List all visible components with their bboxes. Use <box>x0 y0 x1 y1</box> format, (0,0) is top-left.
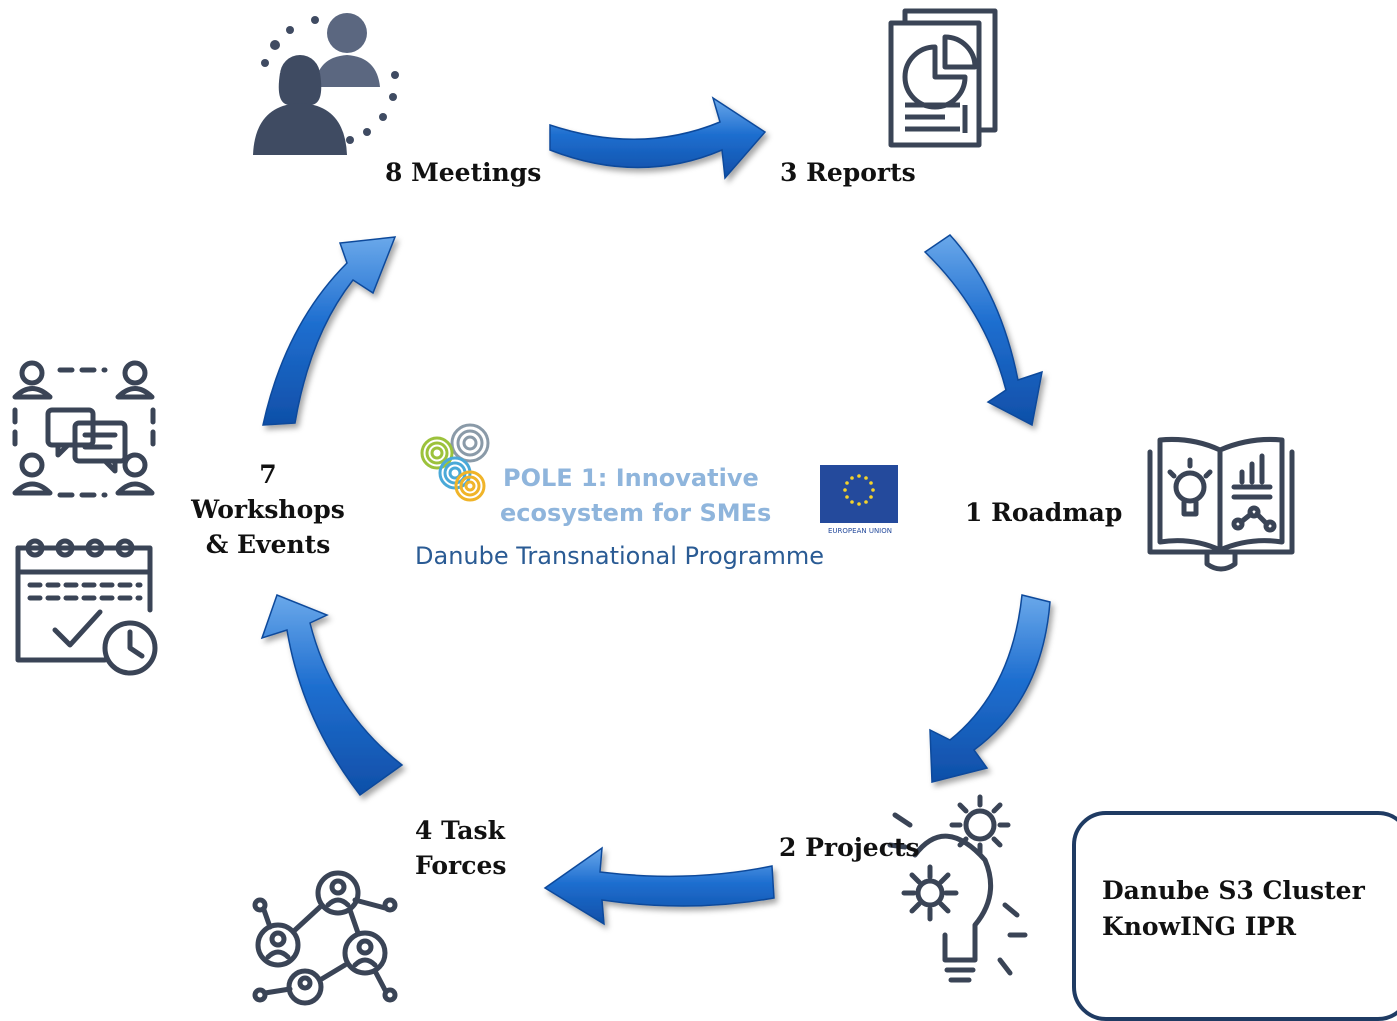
meeting-people-icon <box>253 13 399 155</box>
arrow-meetings-to-reports <box>549 96 767 180</box>
node-label-meetings: 8 Meetings <box>385 158 542 187</box>
programme-title: Danube Transnational Programme <box>415 542 824 570</box>
cluster-box <box>1072 811 1397 1021</box>
arrow-roadmap-to-projects <box>929 594 1051 783</box>
node-label-workshops: 7 Workshops & Events <box>178 457 358 562</box>
workshops-line-2: Workshops <box>191 495 345 524</box>
pole-swirl-logo-icon <box>420 423 490 502</box>
logo-title-line-1: POLE 1: Innovative <box>503 464 759 492</box>
cluster-text: Danube S3 Cluster KnowING IPR <box>1102 873 1392 945</box>
cluster-line-2: KnowING IPR <box>1102 912 1296 941</box>
logo-title-line-2: ecosystem for SMEs <box>500 499 772 527</box>
workshops-line-3: & Events <box>205 530 331 559</box>
arrow-taskforces-to-workshops <box>260 594 404 797</box>
calendar-event-icon <box>15 538 158 676</box>
eu-flag-icon <box>820 465 898 523</box>
task-forces-network-icon <box>252 870 398 1006</box>
eu-label: EUROPEAN UNION <box>828 527 892 535</box>
cluster-line-1: Danube S3 Cluster <box>1102 876 1365 905</box>
projects-gears-icon <box>887 794 1028 983</box>
roadmap-book-icon <box>1147 436 1295 572</box>
node-label-reports: 3 Reports <box>780 158 916 187</box>
node-label-projects: 2 Projects <box>779 833 920 862</box>
workshop-discussion-icon <box>12 360 156 498</box>
report-document-icon <box>888 8 998 148</box>
arrow-projects-to-taskforces <box>543 846 775 926</box>
task-forces-line-2: Forces <box>415 851 507 880</box>
task-forces-line-1: 4 Task <box>415 816 505 845</box>
workshops-line-1: 7 <box>259 460 277 489</box>
arrow-workshops-to-meetings <box>262 236 397 426</box>
node-label-roadmap: 1 Roadmap <box>965 498 1123 527</box>
node-label-task-forces: 4 Task Forces <box>415 813 506 883</box>
arrow-reports-to-roadmap <box>923 234 1043 427</box>
